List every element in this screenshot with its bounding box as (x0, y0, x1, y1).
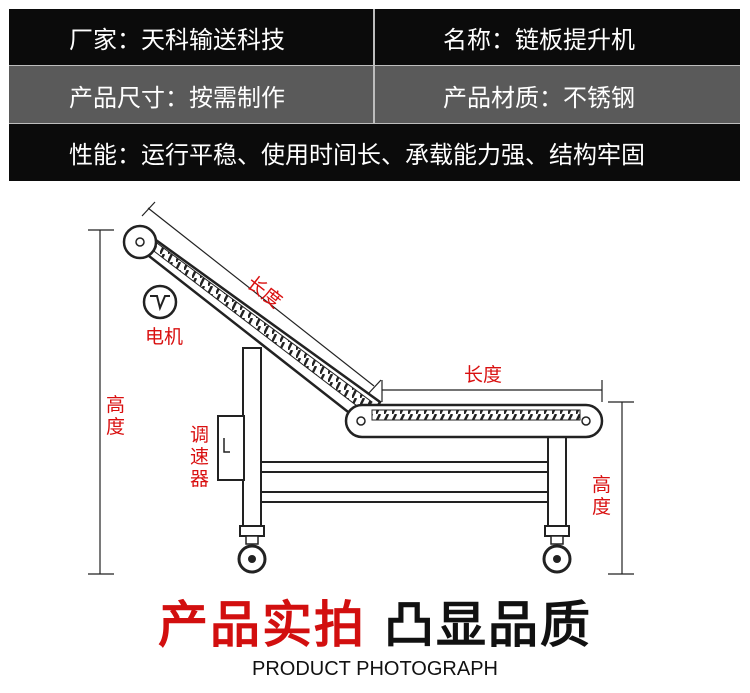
product-name-cell: 名称：链板提升机 (443, 26, 635, 54)
headline: 产品实拍凸显品质 (0, 585, 750, 657)
material-cell: 产品材质：不锈钢 (443, 83, 635, 112)
right-height-dimension (608, 401, 634, 575)
speed-controller-box (217, 415, 245, 481)
left-height-label: 高度 (106, 394, 126, 438)
headline-red: 产品实拍 (158, 596, 366, 654)
flat-length-dimension (381, 380, 603, 402)
spec-table: 厂家：天科输送科技 名称：链板提升机 产品尺寸：按需制作 产品材质：不锈钢 性能… (9, 9, 740, 181)
caster-wheel-right (542, 535, 572, 574)
caster-wheel-left (237, 535, 267, 574)
conveyor-diagram: 长度 长度 电机 高度 高度 调速器 (0, 190, 750, 590)
flat-conveyor (344, 403, 604, 439)
speed-controller-label: 调速器 (190, 424, 210, 490)
spec-row-2: 产品尺寸：按需制作 产品材质：不锈钢 (9, 66, 740, 124)
spec-row-3: 性能：运行平稳、使用时间长、承载能力强、结构牢固 (9, 124, 740, 181)
headline-black: 凸显品质 (384, 596, 592, 654)
left-height-dimension (88, 229, 114, 575)
incline-conveyor (122, 224, 382, 428)
size-cell: 产品尺寸：按需制作 (9, 66, 375, 124)
incline-length-dimension (141, 201, 382, 395)
spec-row-1: 厂家：天科输送科技 名称：链板提升机 (9, 9, 740, 66)
support-legs (239, 347, 570, 537)
manufacturer-cell: 厂家：天科输送科技 (9, 9, 375, 66)
conveyor-drawing (88, 201, 634, 575)
right-height-label: 高度 (592, 474, 612, 518)
motor (142, 284, 178, 320)
motor-label: 电机 (145, 326, 184, 348)
subtitle: PRODUCT PHOTOGRAPH (252, 658, 498, 680)
flat-length-label: 长度 (464, 364, 503, 386)
performance-cell: 性能：运行平稳、使用时间长、承载能力强、结构牢固 (69, 141, 645, 169)
